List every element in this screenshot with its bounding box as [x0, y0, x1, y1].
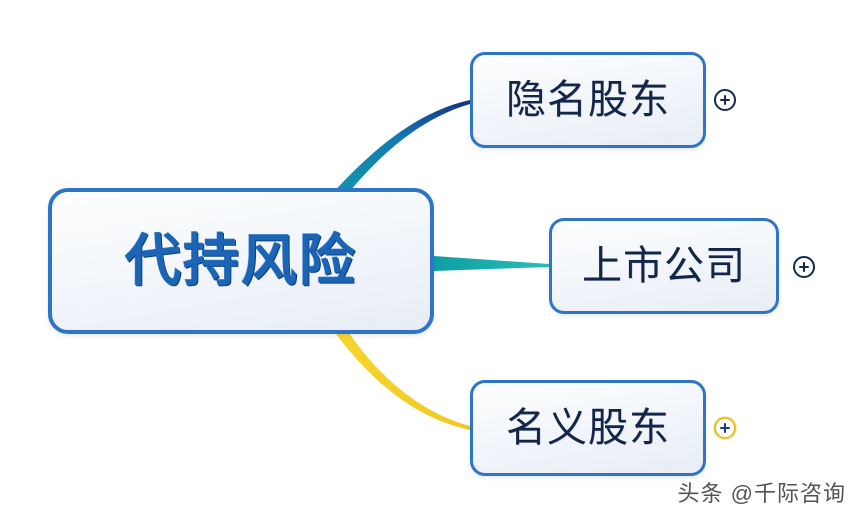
branch-node-label: 隐名股东	[506, 78, 670, 122]
watermark-text: 头条 @千际咨询	[677, 481, 846, 506]
connector-branch-2	[333, 327, 470, 430]
branch-node-label: 名义股东	[506, 406, 670, 450]
plus-vertical-stroke	[723, 423, 727, 433]
branch-node-label: 上市公司	[582, 244, 746, 288]
expand-branch-0-icon[interactable]	[714, 89, 736, 111]
connector-branch-1	[434, 256, 549, 271]
plus-vertical-stroke	[802, 262, 806, 272]
plus-vertical-stroke	[723, 95, 727, 105]
mindmap-branch-node-mingyi-gudong[interactable]: 名义股东	[470, 380, 706, 476]
mindmap-branch-node-shangshi-gongsi[interactable]: 上市公司	[549, 218, 779, 314]
mindmap-root-node[interactable]: 代持风险	[48, 188, 434, 334]
expand-branch-2-icon[interactable]	[714, 417, 736, 439]
root-node-label: 代持风险	[125, 229, 357, 292]
expand-branch-1-icon[interactable]	[793, 256, 815, 278]
mindmap-branch-node-yinming-gudong[interactable]: 隐名股东	[470, 52, 706, 148]
connector-branch-0	[330, 100, 470, 202]
